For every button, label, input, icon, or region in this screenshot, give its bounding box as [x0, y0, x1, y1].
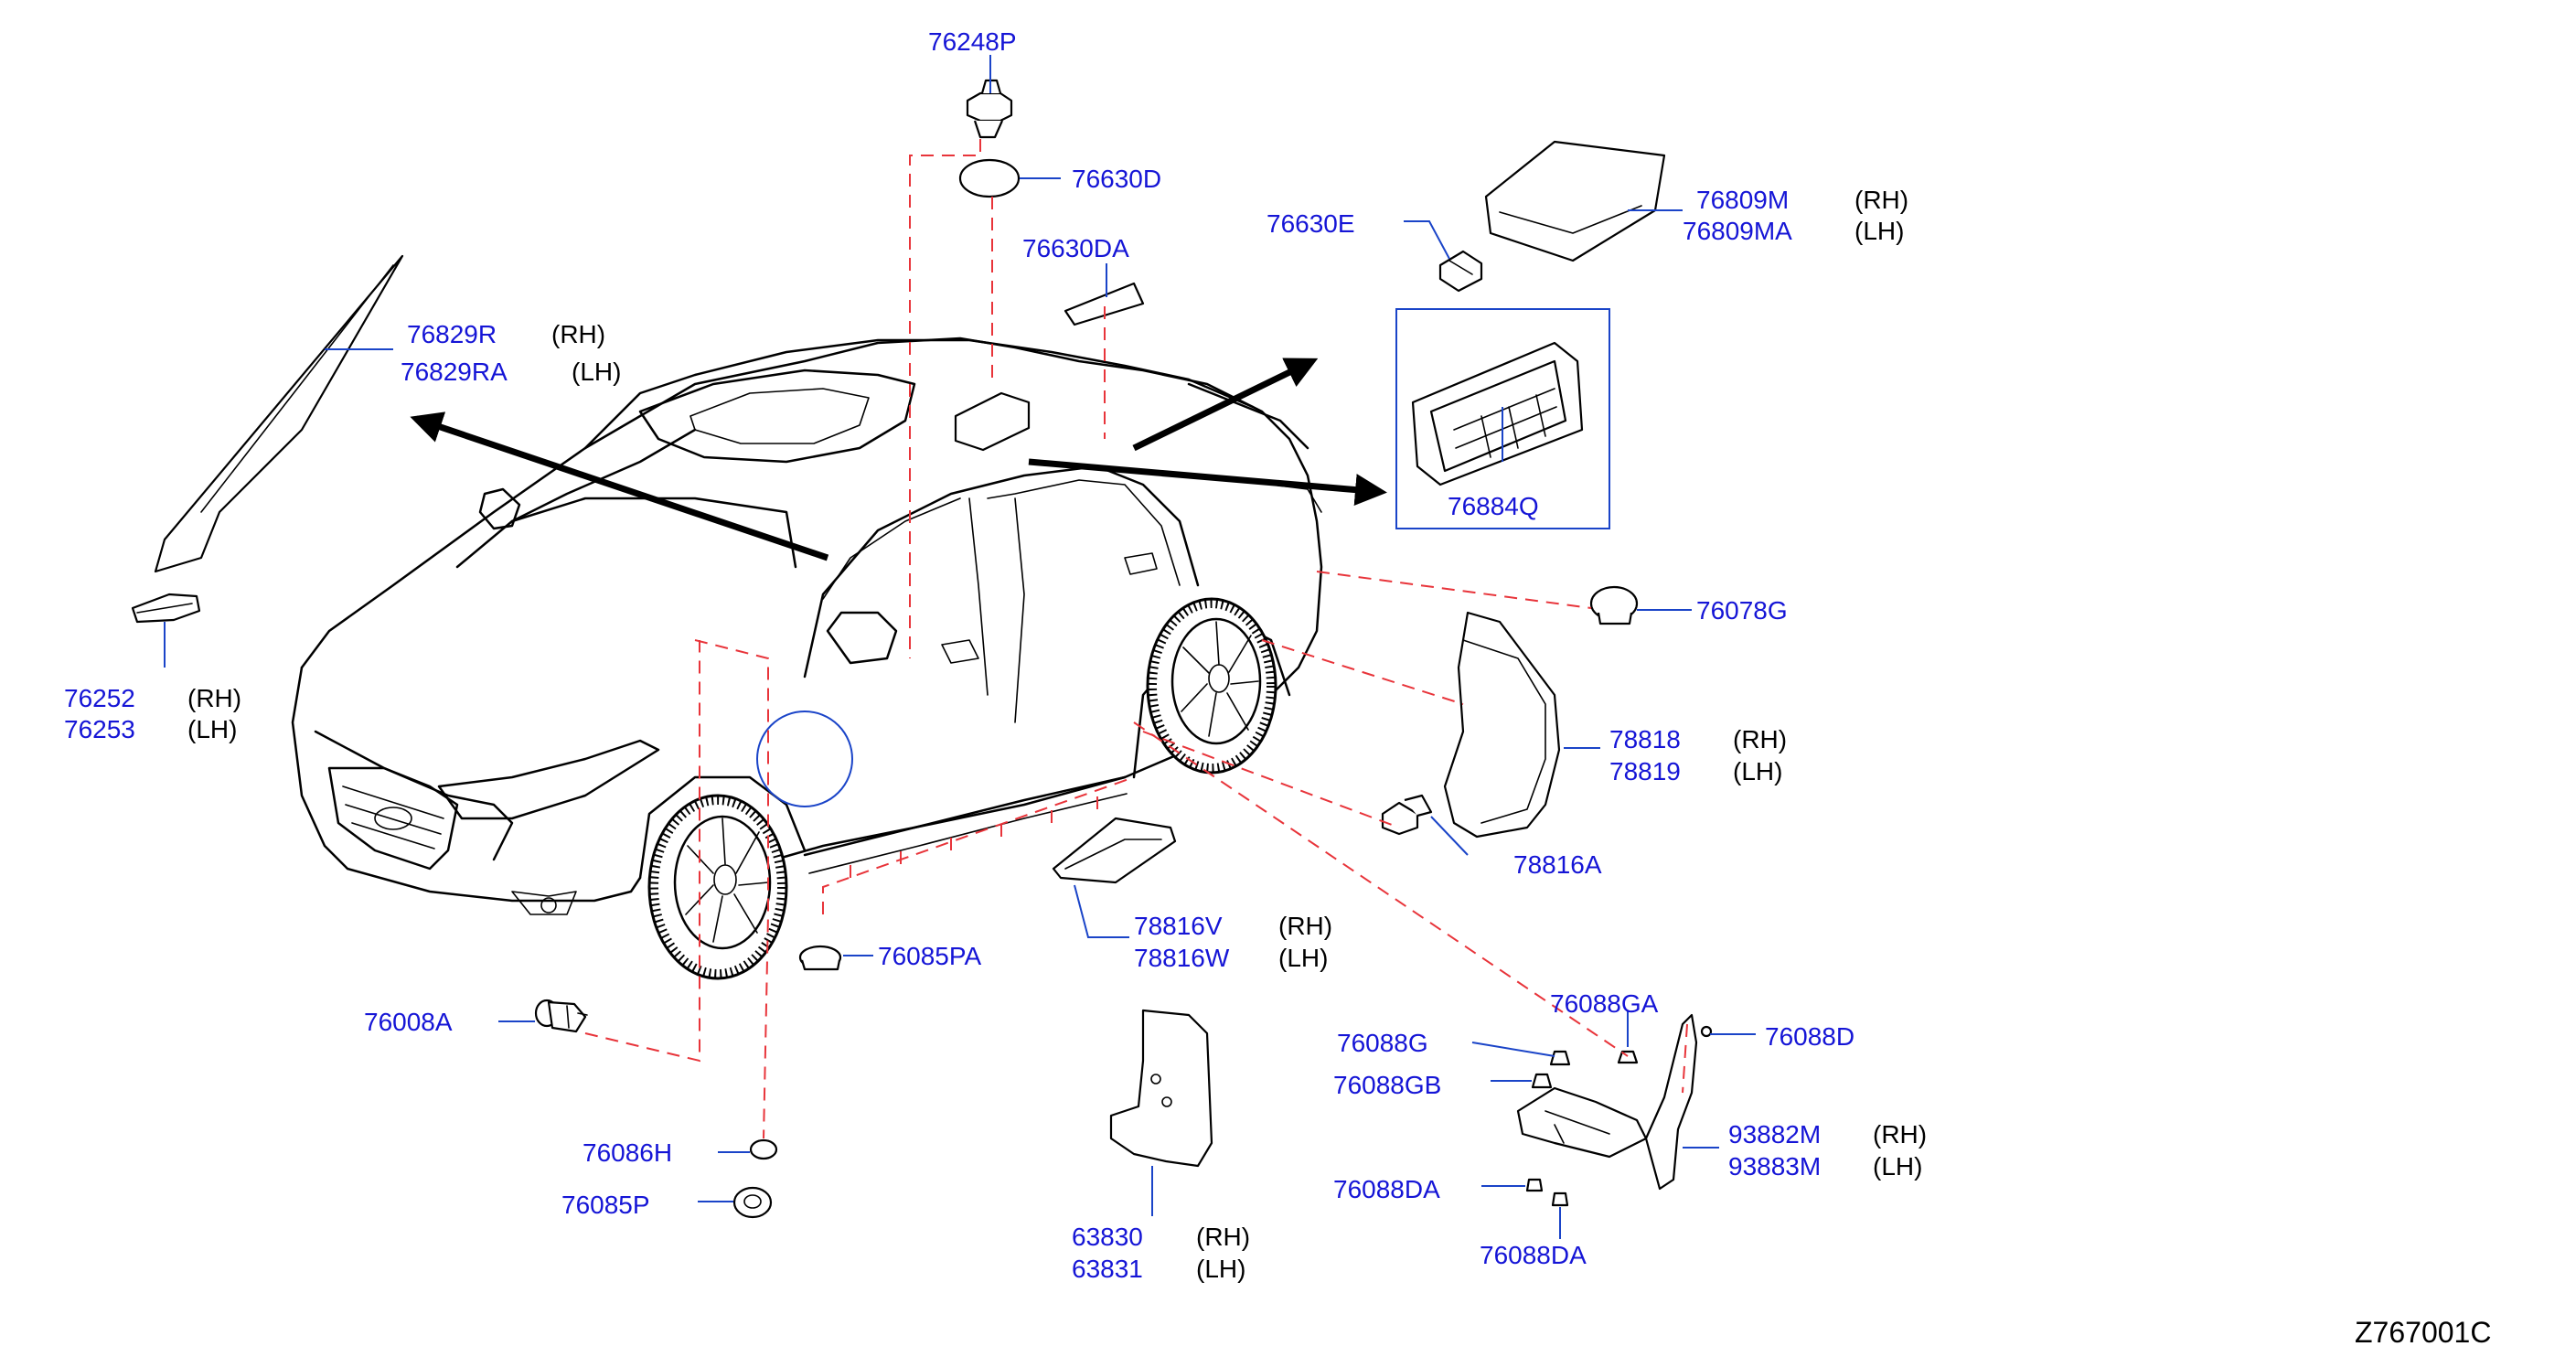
protector-78816v-icon — [1052, 817, 1177, 884]
grommet-76085p-icon — [732, 1186, 773, 1219]
label-76829r: 76829R — [407, 320, 497, 348]
plug-76086h-icon — [749, 1138, 778, 1160]
callout-box-76884q — [1395, 308, 1610, 529]
label-76085p: 76085P — [561, 1191, 650, 1219]
label-76253: 76253 — [64, 715, 135, 743]
diagram-id: Z767001C — [2355, 1316, 2491, 1349]
label-78816v: 78816V — [1134, 912, 1223, 940]
grommet-76884q-icon — [1411, 341, 1584, 486]
part-labels: 76248P 76630D 76630DA 76630E 76809M (RH)… — [64, 27, 2491, 1349]
side-93882m: (RH) — [1873, 1120, 1927, 1149]
roof-pad-icon — [954, 391, 1031, 452]
bolt-76008a-icon — [534, 999, 588, 1033]
label-76829ra: 76829RA — [401, 358, 508, 386]
side-63830: (RH) — [1196, 1223, 1250, 1251]
fastener-76088da-b-icon — [1551, 1191, 1569, 1207]
label-76884q: 76884Q — [1448, 492, 1539, 520]
label-76630da: 76630DA — [1022, 234, 1129, 262]
label-76088g: 76088G — [1337, 1029, 1428, 1057]
label-76630d: 76630D — [1072, 165, 1161, 193]
label-76078g: 76078G — [1696, 596, 1788, 625]
side-76809ma: (LH) — [1855, 217, 1904, 245]
label-78816w: 78816W — [1134, 944, 1230, 972]
pad-76630da-icon — [1064, 282, 1145, 326]
clip-78816a-icon — [1381, 794, 1433, 836]
plug-76085pa-icon — [798, 945, 842, 971]
label-76248p: 76248P — [928, 27, 1017, 56]
label-76088da-b: 76088DA — [1480, 1241, 1587, 1269]
fastener-76088ga-icon — [1617, 1050, 1639, 1064]
side-63831: (LH) — [1196, 1255, 1245, 1283]
side-78818: (RH) — [1733, 725, 1787, 753]
label-76630e: 76630E — [1267, 209, 1355, 238]
label-93882m: 93882M — [1728, 1120, 1821, 1149]
clip-76630e-icon — [1438, 250, 1483, 293]
bracket-93882m-icon — [1516, 1013, 1698, 1191]
fastener-76088da-a-icon — [1525, 1178, 1544, 1192]
label-78818: 78818 — [1609, 725, 1681, 753]
seal-76252-icon — [131, 593, 201, 624]
direction-arrows — [410, 358, 1387, 561]
label-76086h: 76086H — [583, 1138, 672, 1167]
label-63831: 63831 — [1072, 1255, 1143, 1283]
label-76088ga: 76088GA — [1550, 989, 1659, 1018]
clip-76248p-icon — [966, 79, 1013, 139]
side-76252: (RH) — [187, 684, 241, 712]
label-93883m: 93883M — [1728, 1152, 1821, 1181]
label-76088d: 76088D — [1765, 1022, 1855, 1051]
seal-76630d-icon — [958, 158, 1021, 198]
leader-lines — [164, 55, 1756, 1239]
dashed-links — [584, 139, 1688, 1139]
label-78816a: 78816A — [1513, 850, 1602, 879]
label-76809ma: 76809MA — [1683, 217, 1792, 245]
mud-flap-63830-icon — [1109, 1009, 1213, 1168]
rear-wheel — [1146, 597, 1277, 775]
pillar-trim-76829r-icon — [154, 254, 404, 573]
front-wheel — [647, 794, 788, 980]
fastener-76088gb-icon — [1531, 1073, 1553, 1089]
side-78819: (LH) — [1733, 757, 1782, 785]
splash-guard-78818-icon — [1443, 611, 1561, 839]
fastener-76088g-icon — [1549, 1050, 1571, 1066]
clip-76078g-icon — [1589, 585, 1639, 625]
label-76252: 76252 — [64, 684, 135, 712]
label-78819: 78819 — [1609, 757, 1681, 785]
side-76809m: (RH) — [1855, 186, 1908, 214]
side-78816v: (RH) — [1278, 912, 1332, 940]
side-93883m: (LH) — [1873, 1152, 1922, 1181]
side-76829r: (RH) — [551, 320, 605, 348]
car-illustration — [291, 337, 1323, 915]
side-78816w: (LH) — [1278, 944, 1328, 972]
label-63830: 63830 — [1072, 1223, 1143, 1251]
label-76088da-a: 76088DA — [1333, 1175, 1440, 1203]
label-76085pa: 76085PA — [878, 942, 981, 970]
label-76088gb: 76088GB — [1333, 1071, 1441, 1099]
label-76809m: 76809M — [1696, 186, 1789, 214]
trim-76809m-icon — [1484, 140, 1666, 262]
side-76253: (LH) — [187, 715, 237, 743]
side-76829ra: (LH) — [572, 358, 621, 386]
fastener-76088d-icon — [1700, 1025, 1713, 1038]
label-76008a: 76008A — [364, 1008, 453, 1036]
